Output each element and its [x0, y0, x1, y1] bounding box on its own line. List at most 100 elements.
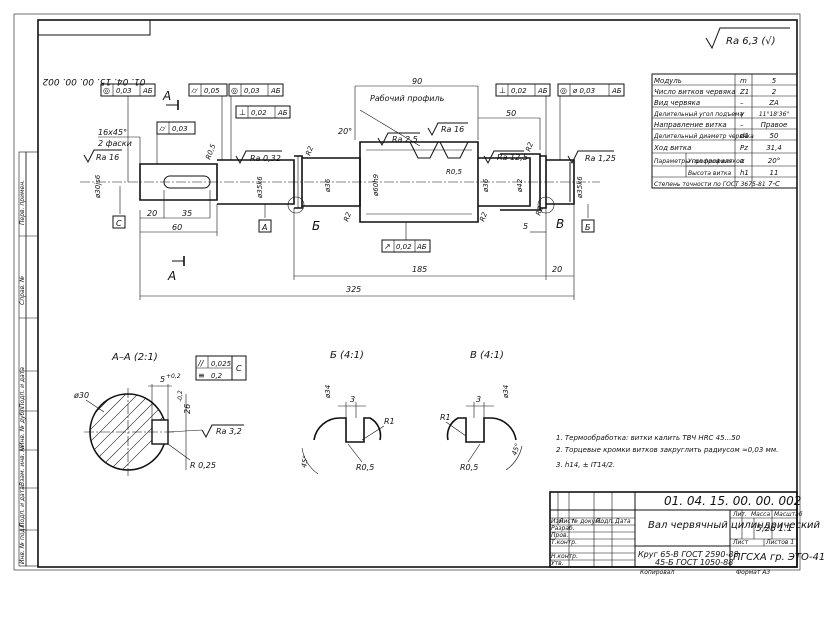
roughness-r7: Ra 3,2 [216, 427, 242, 436]
radius-05-mid: R0,5 [446, 168, 463, 176]
base-a: А [261, 223, 267, 232]
note-3: 3. h14, ± IT14/2. [556, 461, 615, 469]
param-name-9: Степень точности по ГОСТ 3675-81 [654, 181, 766, 188]
tf4-val: 0,03 [172, 125, 188, 133]
detail-v-dim3: 3 [476, 395, 481, 404]
tf3-base: АБ [270, 87, 281, 95]
section-arrow-top: А [162, 89, 171, 103]
param-val-5: 50 [770, 132, 779, 140]
params-group-label: Параметры профиля витков [654, 158, 744, 165]
role-dev: Разраб. [551, 525, 575, 532]
role-check: Пров. [551, 532, 569, 539]
dim-5: 5 [523, 222, 528, 231]
title-sheets: Листов 1 [765, 539, 794, 546]
general-roughness: Ra 6,3 (√) [705, 27, 790, 50]
detail-b-angle: 45° [300, 455, 310, 469]
detail-b-title: Б (4:1) [330, 350, 364, 361]
detail-v-r1: R1 [440, 413, 451, 422]
side-label-5: Подп. и дата [19, 486, 26, 527]
tf2-val: 0,05 [204, 87, 220, 95]
dim-185: 185 [412, 265, 427, 274]
role-date: Дата [614, 518, 631, 525]
tf7-sym: ◎ [560, 86, 567, 95]
param-sym-4: – [740, 121, 744, 129]
param-val-7: 20° [768, 157, 780, 165]
detail-b-r05: R0,5 [356, 463, 374, 472]
roughness-r2: Ra 0,32 [250, 154, 281, 163]
side-label-1: Справ. № [19, 276, 26, 305]
detail-v-angle: 45° [510, 442, 522, 456]
dim-60: 60 [172, 223, 182, 232]
title-format: Формат А3 [736, 569, 770, 576]
tolerance-frames: ◎ 0,03 АБ ⌭ 0,05 ◎ 0,03 АБ ⌭ 0,03 [100, 83, 625, 253]
tf3-val: 0,03 [244, 87, 260, 95]
chamfer-note: 16x45° [98, 128, 127, 137]
radius-2-e: R2 [534, 205, 545, 217]
section-aa: А–А (2:1) ø30 5 +0,2 26 -0,2 R 0,25 [73, 352, 247, 476]
base-b: Б [585, 223, 591, 232]
dia-36-left: ø36 [324, 178, 332, 193]
param-name-3: Делительный угол подъема [653, 111, 743, 118]
side-label-3: Инв. № дубл. [19, 406, 26, 447]
role-izm: Изм. [551, 518, 565, 525]
role-list: Лист [558, 518, 575, 525]
dia-36-right: ø36 [482, 178, 490, 193]
tf6-val: 0,02 [511, 87, 527, 95]
detail-b-letter: Б [312, 219, 320, 233]
tf5-base: АБ [277, 109, 288, 117]
title-block: 01. 04. 15. 00. 00. 002 Вал червячный ци… [549, 491, 825, 576]
shaft-main-view [80, 141, 600, 223]
section-arrows: А А [162, 89, 185, 283]
param-sym-0: m [740, 77, 747, 85]
base-c: С [116, 219, 122, 228]
param-val-3: 11°18'36" [759, 111, 790, 118]
sheet-outer-border [13, 13, 801, 571]
title-scale-label: Масштаб [774, 511, 803, 518]
param-val-4: Правое [761, 121, 788, 129]
section-aa-r025: R 0,25 [190, 461, 216, 470]
tf10-sym: ≡ [198, 371, 205, 380]
title-org: ПГСХА гр. ЭТО-41 [733, 552, 825, 563]
role-doc: № докум. [571, 518, 602, 525]
param-sym-5: d1 [740, 132, 749, 140]
param-name-6: Ход витка [653, 144, 691, 152]
dia-35k6-left: ø35k6 [256, 176, 264, 199]
dim-20-b: 20 [552, 265, 562, 274]
param-val-0: 5 [772, 77, 777, 85]
dim-35: 35 [182, 209, 192, 218]
detail-b: Б (4:1) 3 ø34 R1 R0,5 45° [300, 350, 395, 475]
detail-v-d34: ø34 [502, 385, 510, 399]
detail-b-r1: R1 [384, 417, 395, 426]
detail-v-r05: R0,5 [460, 463, 478, 472]
roughness-r1: Ra 16 [96, 153, 119, 162]
param-name-2: Вид червяка [654, 99, 700, 107]
main-dimensions: 20 35 60 90 50 185 20 325 5 [139, 77, 575, 300]
tol-frame-3: ◎ 0,03 АБ [228, 83, 284, 160]
note-2: 2. Торцевые кромки витков закруглить рад… [556, 446, 778, 454]
detail-v: В (4:1) 3 ø34 R1 R0,5 45° [440, 350, 523, 472]
detail-b-dim3: 3 [350, 395, 355, 404]
dim-20-a: 20 [147, 209, 157, 218]
param-sym-7: α [740, 157, 745, 165]
tf4-sym: ⌭ [159, 124, 166, 133]
side-label-6: Инв. № подл. [19, 523, 26, 564]
title-scale: 1:1 [778, 524, 792, 534]
param-name-4: Направление витка [654, 121, 727, 129]
role-tcontr: Т.контр. [551, 539, 577, 546]
title-code: 01. 04. 15. 00. 00. 002 [664, 494, 801, 508]
tol-frame-5: ⊥ 0,02 АБ [235, 105, 291, 119]
stamp-code: 01. 04. 15. 00. 00. 002 [42, 76, 145, 86]
param-name-1: Число витков червяка [654, 88, 736, 96]
param-val-1: 2 [772, 88, 777, 96]
dim-50: 50 [506, 109, 516, 118]
radius-2-a: R2 [304, 145, 315, 157]
main-annotations: 16x45° 2 фаски Рабочий профиль 20° R0,5 … [98, 94, 545, 223]
note-1: 1. Термообработка: витки калить ТВЧ HRC … [556, 434, 741, 442]
params-table: Модуль m 5 Число витков червяка Z1 2 Вид… [651, 73, 798, 189]
tf5-val: 0,02 [251, 109, 267, 117]
param-name-0: Модуль [654, 77, 682, 85]
tf9-base: С [236, 364, 242, 373]
title-sheet: Лист [732, 539, 749, 546]
dia-60h9: ø60h9 [372, 173, 380, 197]
